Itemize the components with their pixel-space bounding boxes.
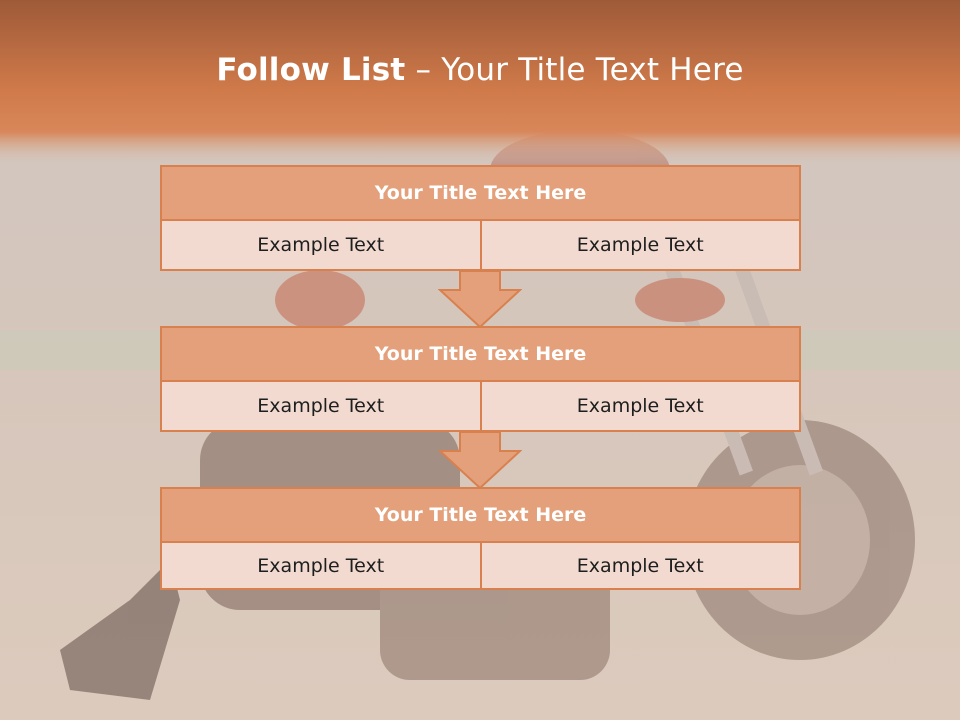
list-block-2: Your Title Text Here Example Text Exampl… — [160, 326, 801, 432]
list-block-3: Your Title Text Here Example Text Exampl… — [160, 487, 801, 590]
down-arrow-icon — [438, 431, 522, 489]
block-row: Example Text Example Text — [160, 221, 801, 271]
block-cell-left: Example Text — [257, 395, 385, 417]
block-cell-right: Example Text — [479, 221, 800, 269]
block-title: Your Title Text Here — [160, 165, 801, 221]
block-cell-left: Example Text — [257, 554, 385, 577]
block-cell-right: Example Text — [479, 543, 800, 588]
down-arrow-icon — [438, 270, 522, 328]
slide-title: Follow List – Your Title Text Here — [0, 52, 960, 88]
slide-title-rest: – Your Title Text Here — [405, 52, 744, 88]
block-title: Your Title Text Here — [160, 487, 801, 543]
list-block-1: Your Title Text Here Example Text Exampl… — [160, 165, 801, 271]
block-row: Example Text Example Text — [160, 543, 801, 590]
block-row: Example Text Example Text — [160, 382, 801, 432]
block-title: Your Title Text Here — [160, 326, 801, 382]
block-cell-right: Example Text — [479, 382, 800, 430]
slide-title-bold: Follow List — [216, 52, 406, 88]
block-cell-left: Example Text — [257, 234, 385, 256]
